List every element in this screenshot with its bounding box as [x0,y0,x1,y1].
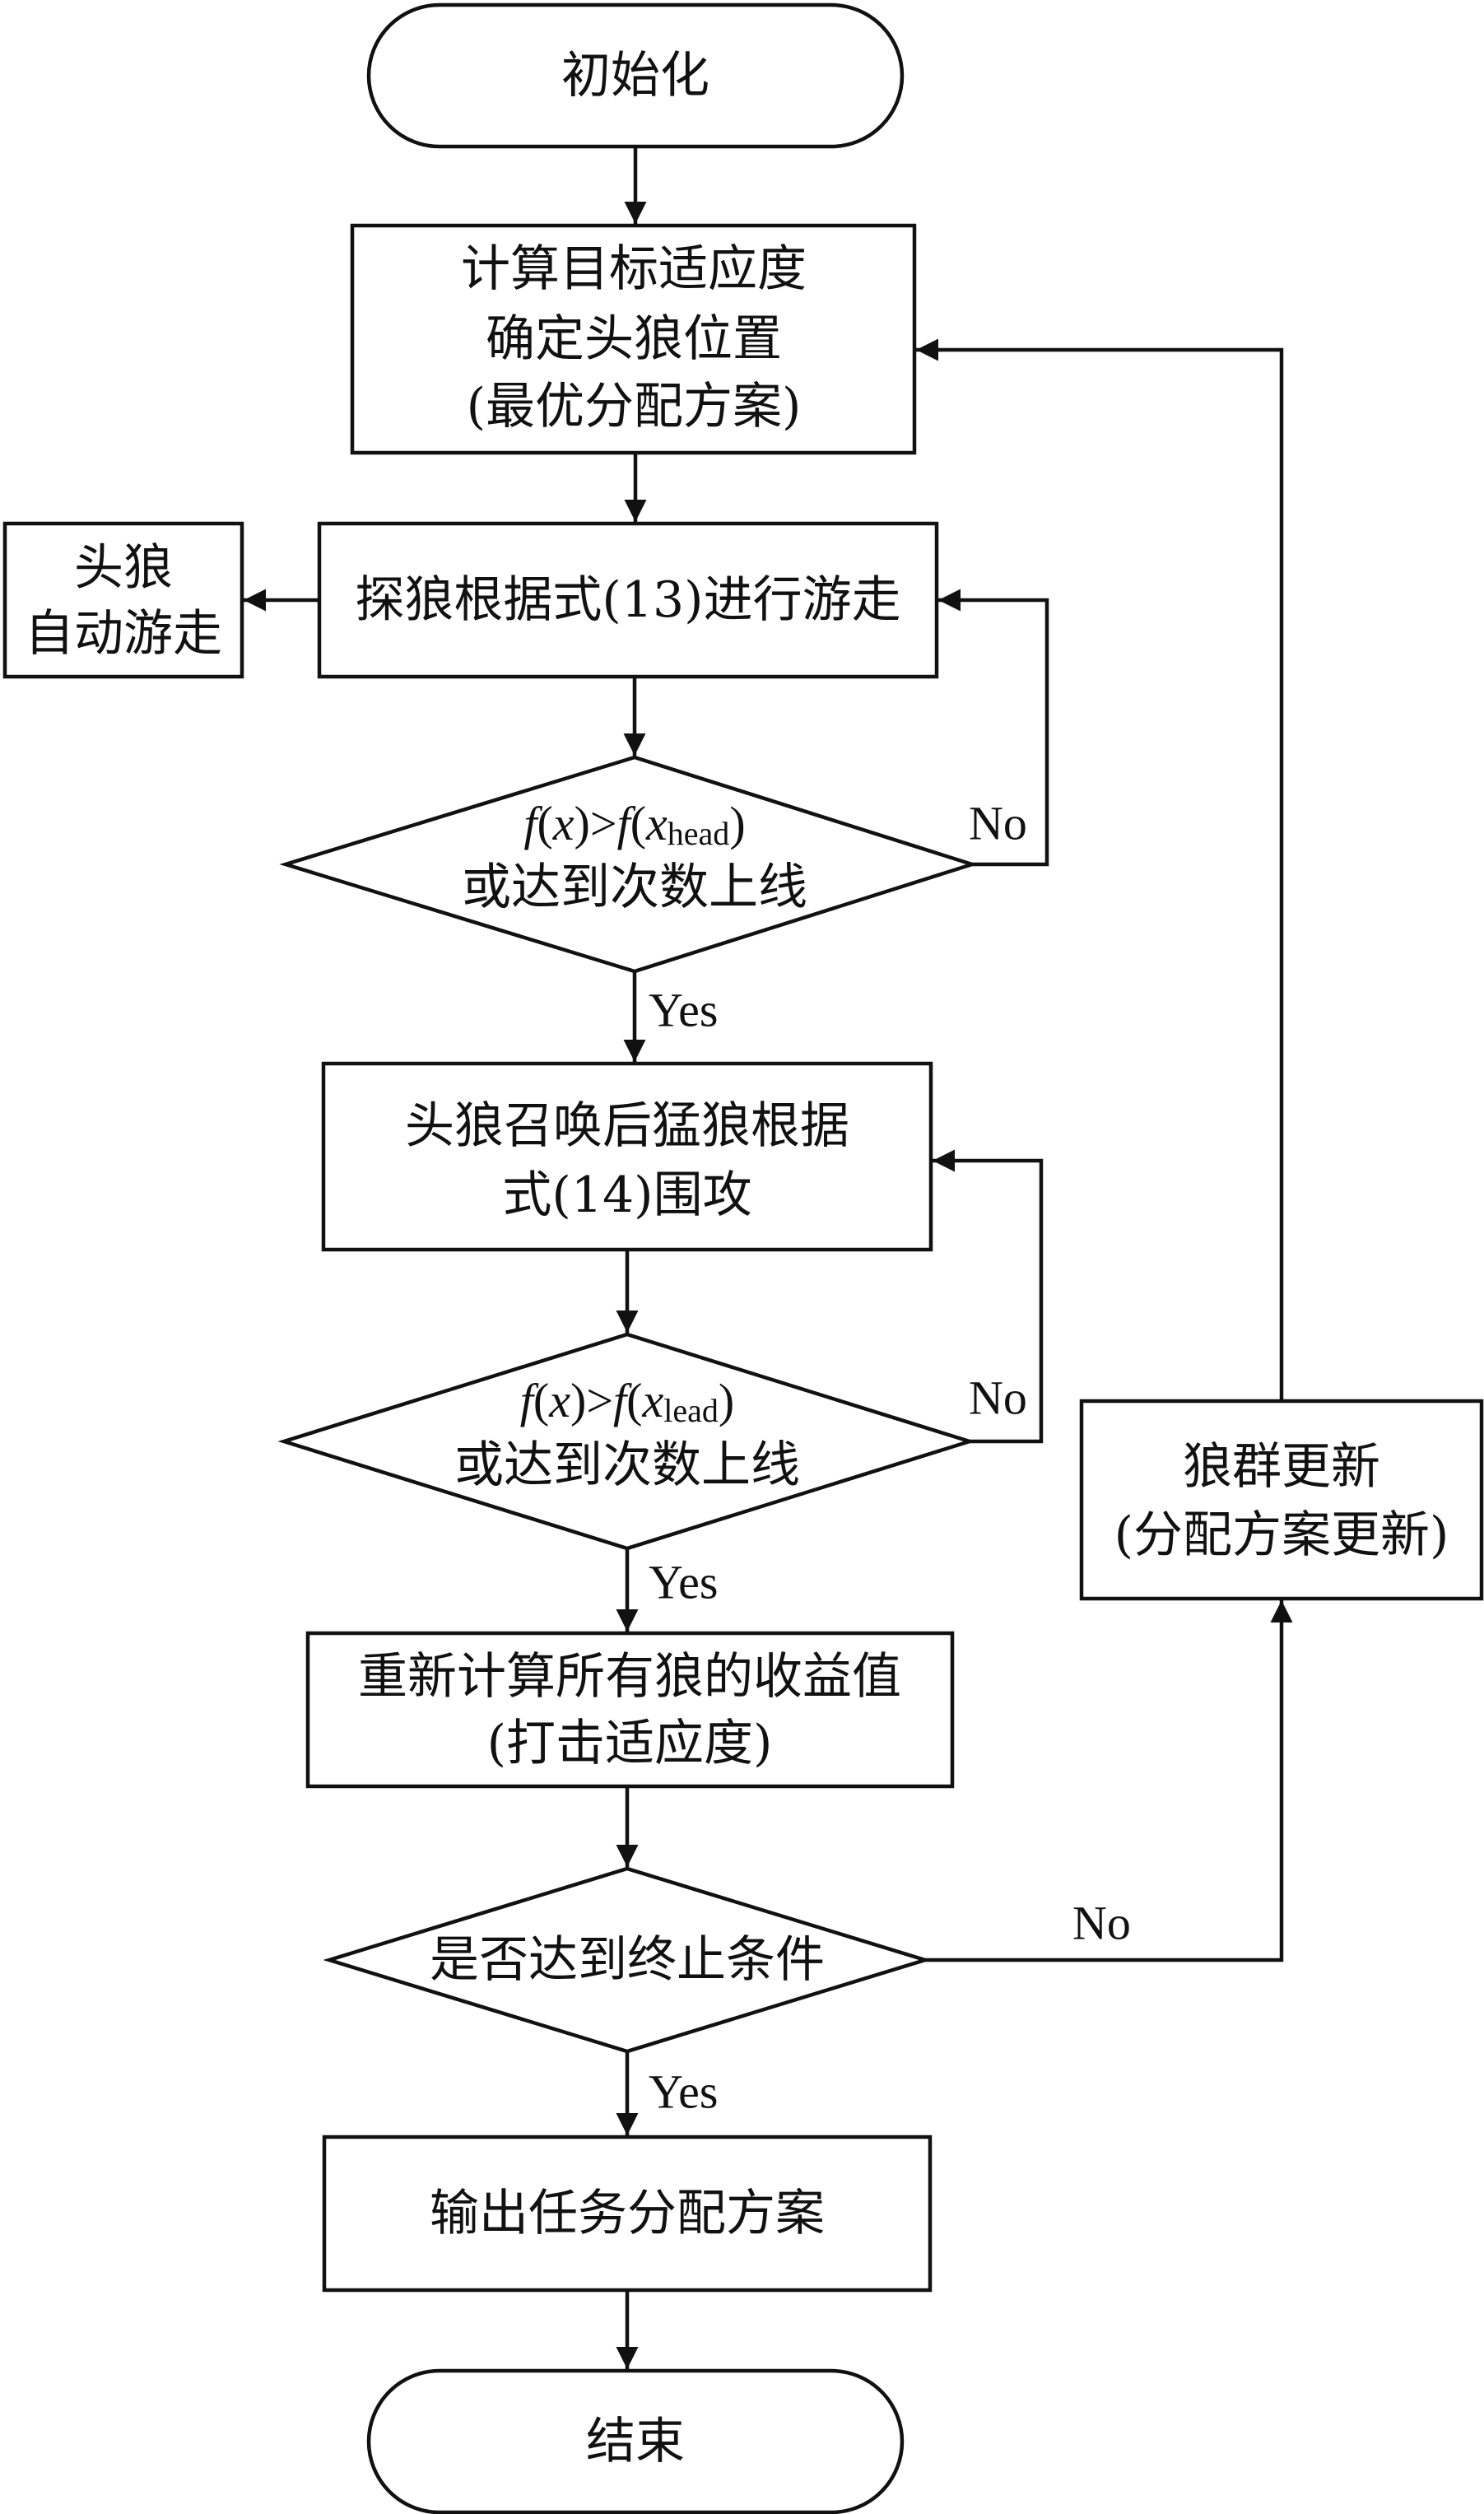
compute-fitness-node: 计算目标适应度 确定头狼位置 (最优分配方案) [350,223,917,455]
condition-1-line-2: 或达到次数上线 [462,859,807,916]
arrow-condition-2-no-loop [933,1149,1044,1444]
summon-attack-node: 头狼召唤后猛狼根据 式(14)围攻 [321,1061,933,1252]
recompute-payoff-line-2: (打击适应度) [487,1715,773,1772]
start-label: 初始化 [561,47,709,105]
condition-2-yes-label: Yes [649,1556,718,1609]
summon-attack-line-1: 头狼召唤后猛狼根据 [405,1097,849,1155]
recompute-payoff-node: 重新计算所有狼的收益值 (打击适应度) [305,1631,955,1789]
condition-1-node: f(x)>f(xhead) 或达到次数上线 [279,755,979,974]
output-plan-label: 输出任务分配方案 [430,2185,825,2242]
condition-2-node: f(x)>f(xlead) 或达到次数上线 [277,1332,976,1551]
terminate-condition-label: 是否达到终止条件 [430,1931,825,1989]
pack-update-line-1: 狼群更新 [1183,1438,1380,1496]
recompute-payoff-line-1: 重新计算所有狼的收益值 [358,1648,901,1706]
arrow-condition-1-no-loop [938,589,1049,867]
terminate-condition-node: 是否达到终止条件 [323,1866,932,2054]
pack-update-node: 狼群更新 (分配方案更新) [1079,1399,1484,1601]
end-label: 结束 [586,2413,685,2470]
compute-fitness-line-2: 确定头狼位置 [486,310,782,368]
pack-update-line-2: (分配方案更新) [1114,1506,1449,1564]
compute-fitness-line-1: 计算目标适应度 [461,240,807,298]
head-wolf-wander-node: 头狼 自动游走 [2,521,244,679]
start-node: 初始化 [366,2,905,149]
condition-1-yes-label: Yes [649,984,718,1037]
head-wolf-wander-line-1: 头狼 [74,539,173,597]
condition-2-line-2: 或达到次数上线 [454,1436,800,1494]
arrow-update-to-compute [916,338,1284,1401]
scout-wander-label: 探狼根据式(13)进行游走 [355,571,900,629]
summon-attack-line-2: 式(14)围攻 [502,1166,751,1224]
connectors [244,147,1293,2369]
output-plan-node: 输出任务分配方案 [322,2135,933,2293]
scout-wander-node: 探狼根据式(13)进行游走 [317,521,939,679]
arrow-terminate-no [925,1600,1293,1962]
condition-2-no-label: No [969,1371,1027,1425]
edge-labels: No Yes No Yes No Yes [649,797,1131,2119]
terminate-no-label: No [1072,1897,1131,1950]
condition-1-no-label: No [969,797,1027,850]
terminate-yes-label: Yes [649,2065,718,2119]
head-wolf-wander-line-2: 自动游走 [25,605,222,663]
end-node: 结束 [366,2368,905,2514]
compute-fitness-line-3: (最优分配方案) [467,378,802,435]
